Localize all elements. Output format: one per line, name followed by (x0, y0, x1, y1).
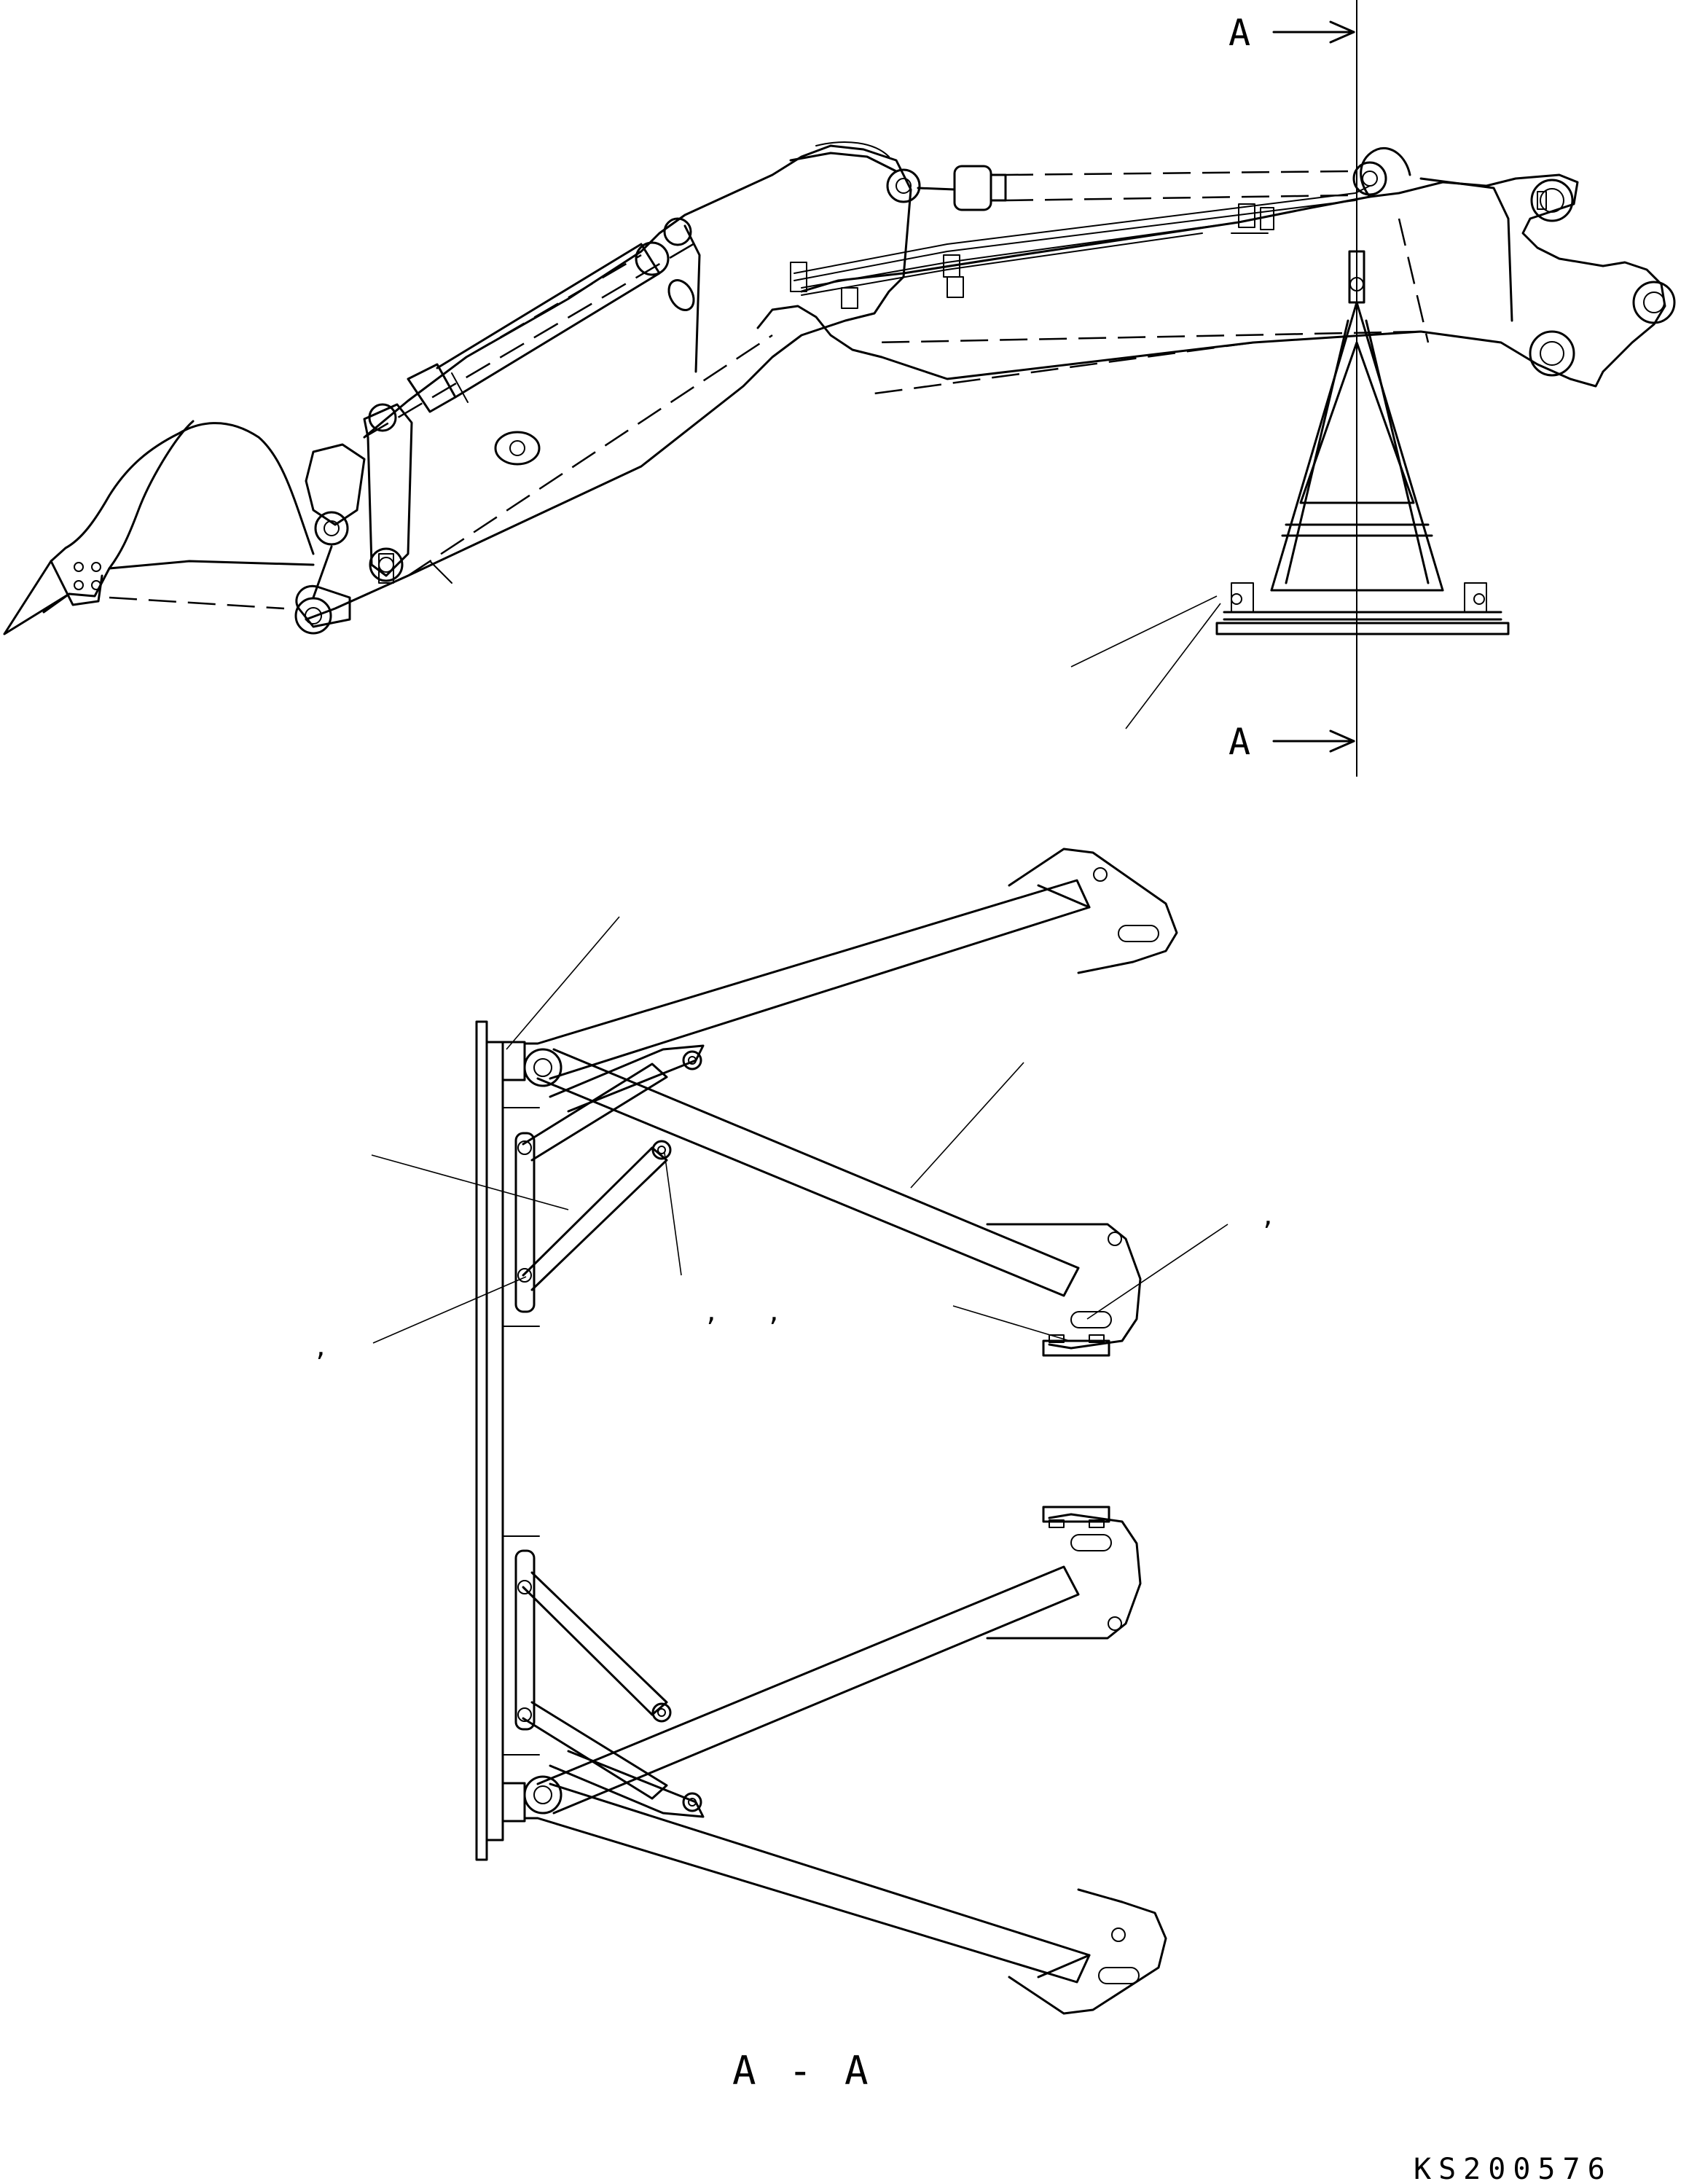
section-view-leaders (371, 916, 1228, 1344)
hydraulic-piping (790, 141, 1371, 309)
callout-comma-1: , (1261, 1202, 1275, 1231)
callout-comma-4: , (767, 1298, 781, 1327)
callout-comma-3: , (704, 1298, 718, 1327)
bucket-cylinder (407, 241, 670, 413)
callout-comma-2: , (313, 1333, 328, 1362)
section-marker-bottom: A (1228, 721, 1250, 763)
arm (305, 144, 912, 621)
bucket (3, 420, 315, 635)
boom (756, 147, 1676, 395)
boom-stand-front (1215, 250, 1510, 635)
section-view-title: A - A (732, 2048, 873, 2094)
side-view-leaders (1070, 595, 1221, 729)
arm-cylinder (886, 165, 1349, 211)
drawing-code: KS200576 (1414, 2153, 1612, 2184)
section-marker-top: A (1228, 12, 1250, 54)
bucket-linkage (294, 403, 413, 635)
callout-marks: , , , , (313, 1202, 1275, 1362)
section-cut-line: A A (1228, 0, 1357, 777)
section-view-frame (475, 848, 1178, 2015)
